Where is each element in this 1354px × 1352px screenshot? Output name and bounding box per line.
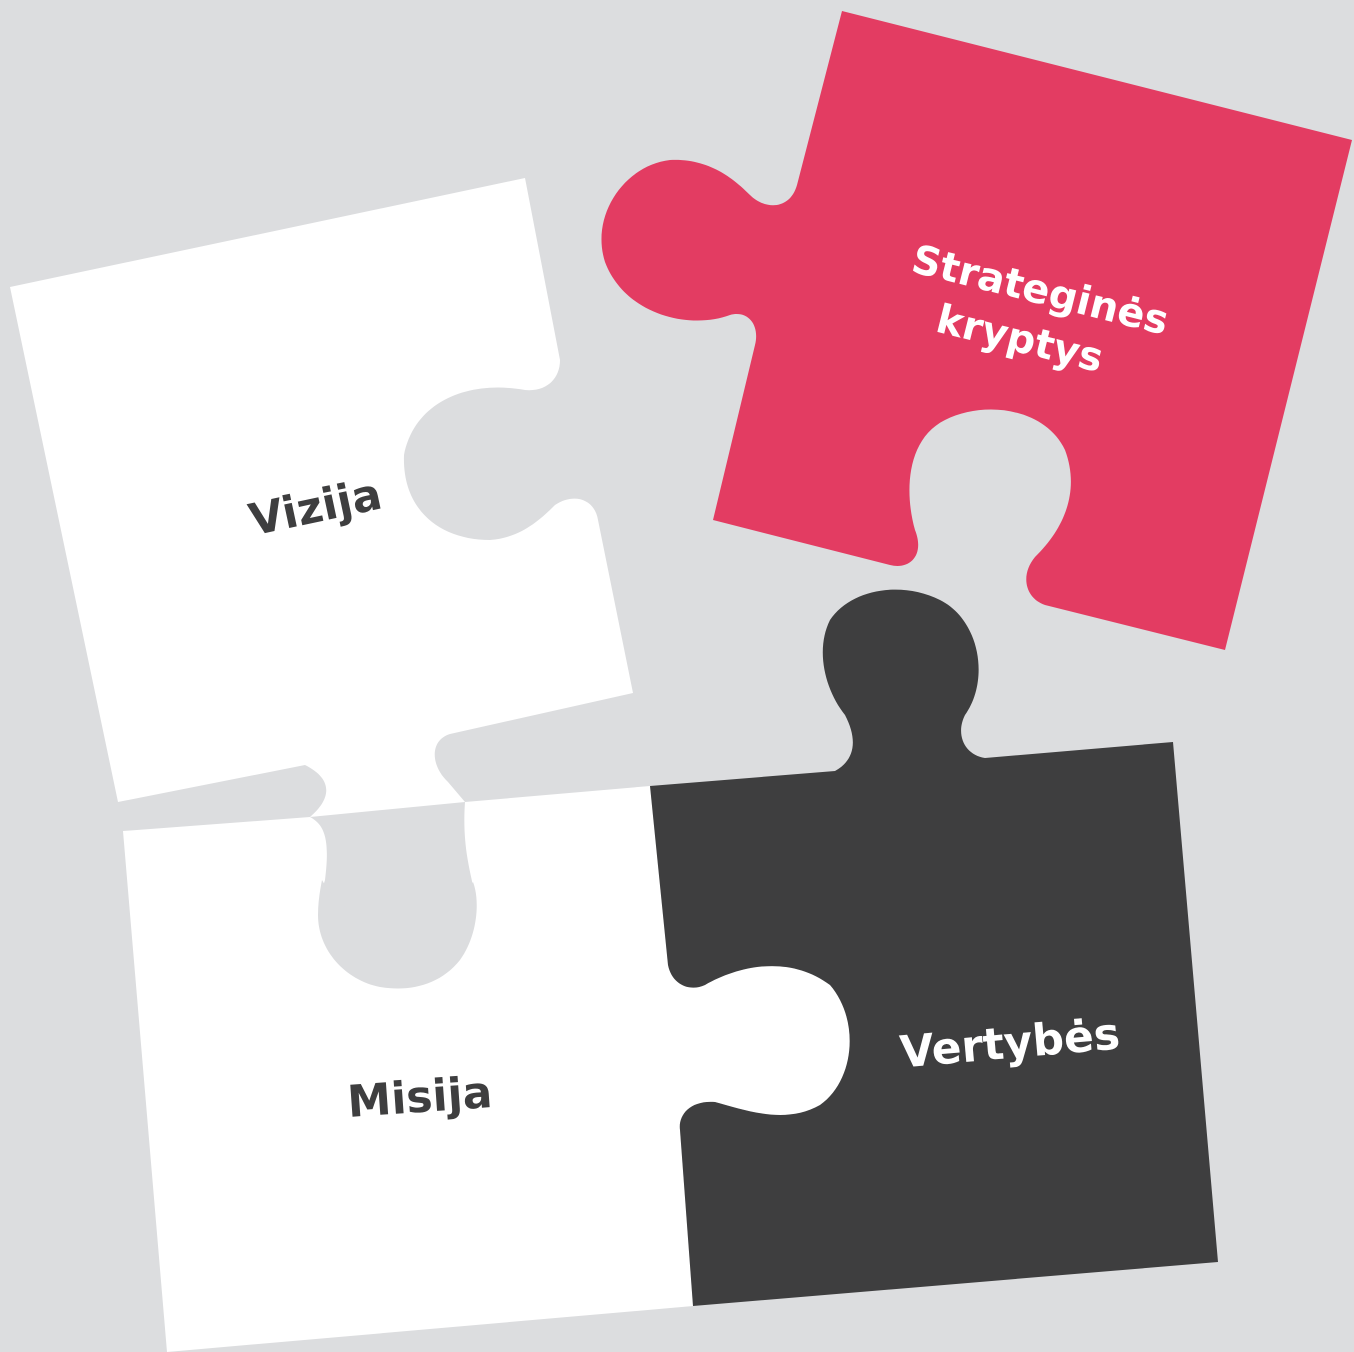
- piece-strategines-shape: [601, 11, 1352, 650]
- piece-misija-notch: [318, 880, 477, 989]
- piece-misija: Misija: [123, 786, 850, 1352]
- piece-vertybes: Vertybės: [650, 589, 1218, 1306]
- piece-vertybes-shape: [650, 589, 1218, 1306]
- piece-misija-shape: [123, 786, 850, 1352]
- piece-vizija: Vizija: [10, 178, 633, 817]
- piece-strategines: Strateginės kryptys: [601, 11, 1352, 650]
- piece-vizija-shape: [10, 178, 633, 817]
- piece-misija-label: Misija: [346, 1067, 494, 1128]
